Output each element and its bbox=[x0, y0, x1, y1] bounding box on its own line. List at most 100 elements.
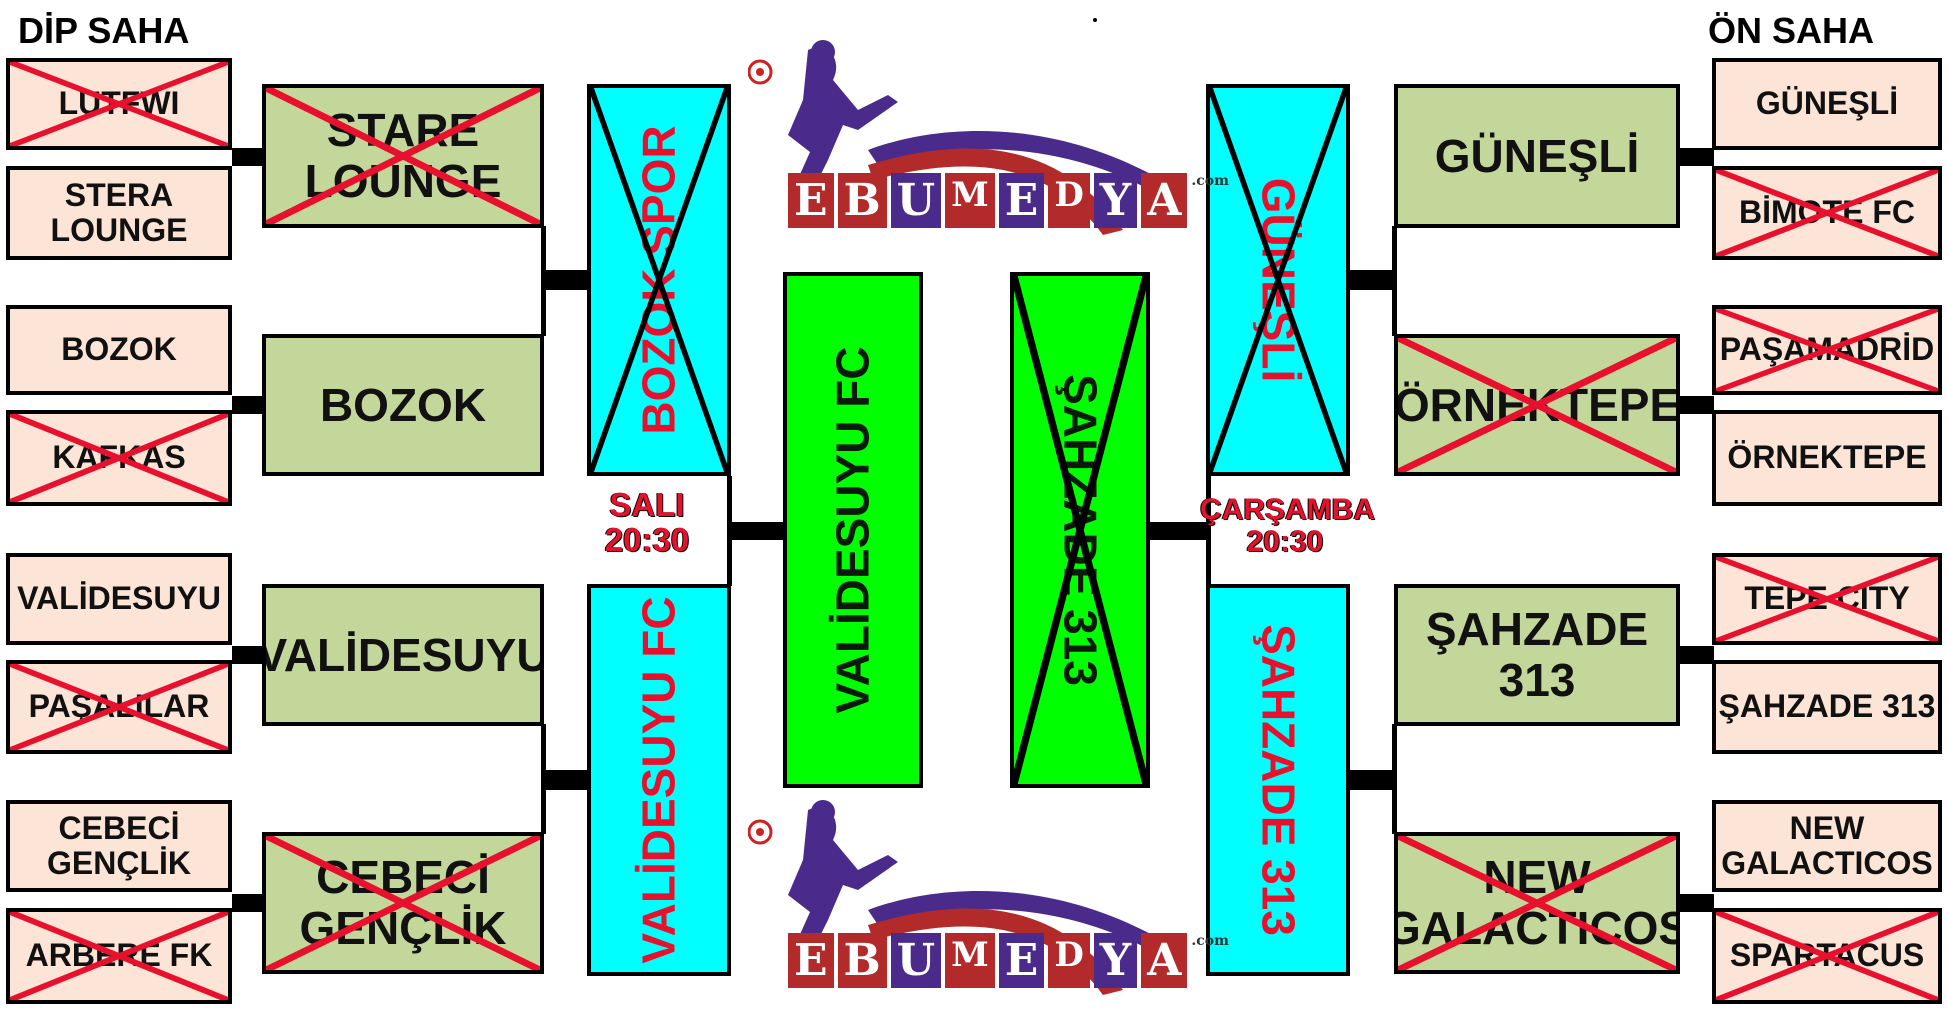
logo-letter: B bbox=[837, 933, 887, 988]
team-name: PAŞAMADRİD bbox=[1719, 331, 1935, 368]
team-box-left-r1: CEBECİ GENÇLİK bbox=[6, 800, 232, 892]
logo-letter: D bbox=[1048, 173, 1090, 228]
logo-suffix: .com bbox=[1191, 933, 1229, 949]
logo-wordmark: E B U M E D Y A .com bbox=[788, 933, 1229, 988]
team-box-right-r1: ŞAHZADE 313 bbox=[1712, 660, 1942, 754]
team-box-right-r1: SPARTACUS bbox=[1712, 908, 1942, 1004]
bracket-connector bbox=[541, 770, 589, 790]
team-box-left-r1: STERA LOUNGE bbox=[6, 166, 232, 260]
bracket-connector bbox=[541, 270, 589, 290]
match-day: SALI bbox=[609, 486, 685, 523]
team-name: ÖRNEKTEPE bbox=[1727, 439, 1927, 476]
bracket-connector bbox=[1680, 148, 1714, 166]
team-box-left-r1: BOZOK bbox=[6, 305, 232, 395]
team-box-right-r2: ÖRNEKTEPE bbox=[1394, 334, 1680, 476]
team-box-left-r1: PAŞALILAR bbox=[6, 660, 232, 754]
team-box-left-r2: BOZOK bbox=[262, 334, 544, 476]
team-box-right-semi: GÜNEŞLİ bbox=[1206, 84, 1350, 476]
bracket-connector bbox=[232, 646, 264, 664]
team-name: BİMOTE FC bbox=[1739, 194, 1915, 231]
stray-dot bbox=[1093, 18, 1097, 22]
team-box-right-semi: ŞAHZADE 313 bbox=[1206, 584, 1350, 976]
logo-letter: A bbox=[1141, 173, 1188, 228]
ebumedya-logo-bottom: E B U M E D Y A .com bbox=[747, 800, 1229, 1000]
team-name: PAŞALILAR bbox=[28, 688, 210, 725]
team-name: NEW GALACTICOS bbox=[1721, 809, 1933, 881]
team-name: ARBERE FK bbox=[25, 937, 213, 974]
team-box-right-r1: TEPE CITY bbox=[1712, 553, 1942, 645]
team-box-left-r1: VALİDESUYU bbox=[6, 553, 232, 645]
team-box-left-r2: CEBECİ GENÇLİK bbox=[262, 832, 544, 974]
match-time-left: SALI 20:30 bbox=[582, 486, 712, 558]
team-name: ŞAHZADE 313 bbox=[1718, 688, 1936, 725]
team-name: VALİDESUYU bbox=[262, 628, 544, 681]
bracket-connector bbox=[232, 148, 264, 166]
team-box-final: VALİDESUYU FC bbox=[783, 272, 923, 788]
logo-letter: E bbox=[998, 933, 1045, 988]
team-box-right-r2: NEW GALACTICOS bbox=[1394, 832, 1680, 974]
logo-letter: U bbox=[890, 173, 942, 228]
match-day: ÇARŞAMBA bbox=[1200, 493, 1375, 526]
team-box-final: ŞAHZADE 313 bbox=[1010, 272, 1150, 788]
team-name: CEBECİ GENÇLİK bbox=[47, 809, 191, 881]
team-box-left-semi: VALİDESUYU FC bbox=[587, 584, 731, 976]
team-box-right-r1: PAŞAMADRİD bbox=[1712, 305, 1942, 395]
team-name: VALİDESUYU FC bbox=[632, 596, 685, 964]
team-box-right-r2: GÜNEŞLİ bbox=[1394, 84, 1680, 228]
team-name: GÜNEŞLİ bbox=[1434, 129, 1640, 182]
team-box-right-r2: ŞAHZADE 313 bbox=[1394, 584, 1680, 726]
team-name: VALİDESUYU bbox=[17, 580, 221, 617]
team-name: STERA LOUNGE bbox=[50, 176, 188, 248]
logo-letter: M bbox=[945, 173, 995, 228]
logo-letter: M bbox=[945, 933, 995, 988]
bracket-connector bbox=[1392, 226, 1397, 336]
team-box-left-semi: BOZOK SPOR bbox=[587, 84, 731, 476]
logo-letter: B bbox=[837, 173, 887, 228]
logo-letter: D bbox=[1048, 933, 1090, 988]
match-hour: 20:30 bbox=[604, 520, 690, 558]
logo-letter: U bbox=[890, 933, 942, 988]
logo-letter: E bbox=[788, 933, 834, 988]
logo-letter: E bbox=[788, 173, 834, 228]
bracket-connector bbox=[729, 522, 785, 540]
team-name: GÜNEŞLİ bbox=[1755, 85, 1899, 122]
team-name: STARE LOUNGE bbox=[304, 104, 502, 207]
team-box-right-r1: GÜNEŞLİ bbox=[1712, 58, 1942, 150]
team-name: ŞAHZADE 313 bbox=[1425, 603, 1649, 706]
team-name: SPARTACUS bbox=[1729, 937, 1925, 974]
bracket-connector bbox=[232, 396, 264, 414]
bracket-connector bbox=[1350, 270, 1396, 290]
bracket-connector bbox=[1350, 770, 1396, 790]
team-name: BOZOK SPOR bbox=[632, 125, 685, 435]
team-box-left-r2: VALİDESUYU bbox=[262, 584, 544, 726]
logo-letter: Y bbox=[1093, 933, 1138, 988]
match-time-right: ÇARŞAMBA 20:30 bbox=[1200, 493, 1375, 557]
team-box-left-r1: ARBERE FK bbox=[6, 908, 232, 1004]
bracket-connector bbox=[1680, 646, 1714, 664]
team-name: LUTFWI bbox=[58, 85, 180, 122]
team-name: TEPE CITY bbox=[1744, 580, 1910, 617]
team-name: ŞAHZADE 313 bbox=[1054, 374, 1107, 686]
team-name: BOZOK bbox=[319, 378, 487, 431]
team-name: GÜNEŞLİ bbox=[1252, 177, 1305, 383]
team-box-left-r1: LUTFWI bbox=[6, 58, 232, 150]
team-box-right-r1: BİMOTE FC bbox=[1712, 166, 1942, 260]
bracket-connector bbox=[1680, 396, 1714, 414]
ebumedya-logo-top: E B U M E D Y A .com bbox=[747, 40, 1229, 240]
bracket-connector bbox=[1150, 522, 1210, 540]
bracket-connector bbox=[1392, 724, 1397, 834]
bracket-connector bbox=[1680, 894, 1714, 912]
logo-letter: E bbox=[998, 173, 1045, 228]
team-box-right-r1: ÖRNEKTEPE bbox=[1712, 410, 1942, 506]
bracket-connector bbox=[232, 894, 264, 912]
team-name: VALİDESUYU FC bbox=[826, 346, 879, 714]
logo-suffix: .com bbox=[1191, 173, 1229, 189]
logo-letter: Y bbox=[1093, 173, 1138, 228]
team-name: BOZOK bbox=[61, 331, 177, 368]
team-name: CEBECİ GENÇLİK bbox=[299, 851, 507, 954]
team-box-right-r1: NEW GALACTICOS bbox=[1712, 800, 1942, 892]
right-header: ÖN SAHA bbox=[1708, 10, 1875, 51]
team-name: KAFKAS bbox=[52, 439, 186, 476]
logo-letter: A bbox=[1141, 933, 1188, 988]
logo-wordmark: E B U M E D Y A .com bbox=[788, 173, 1229, 228]
